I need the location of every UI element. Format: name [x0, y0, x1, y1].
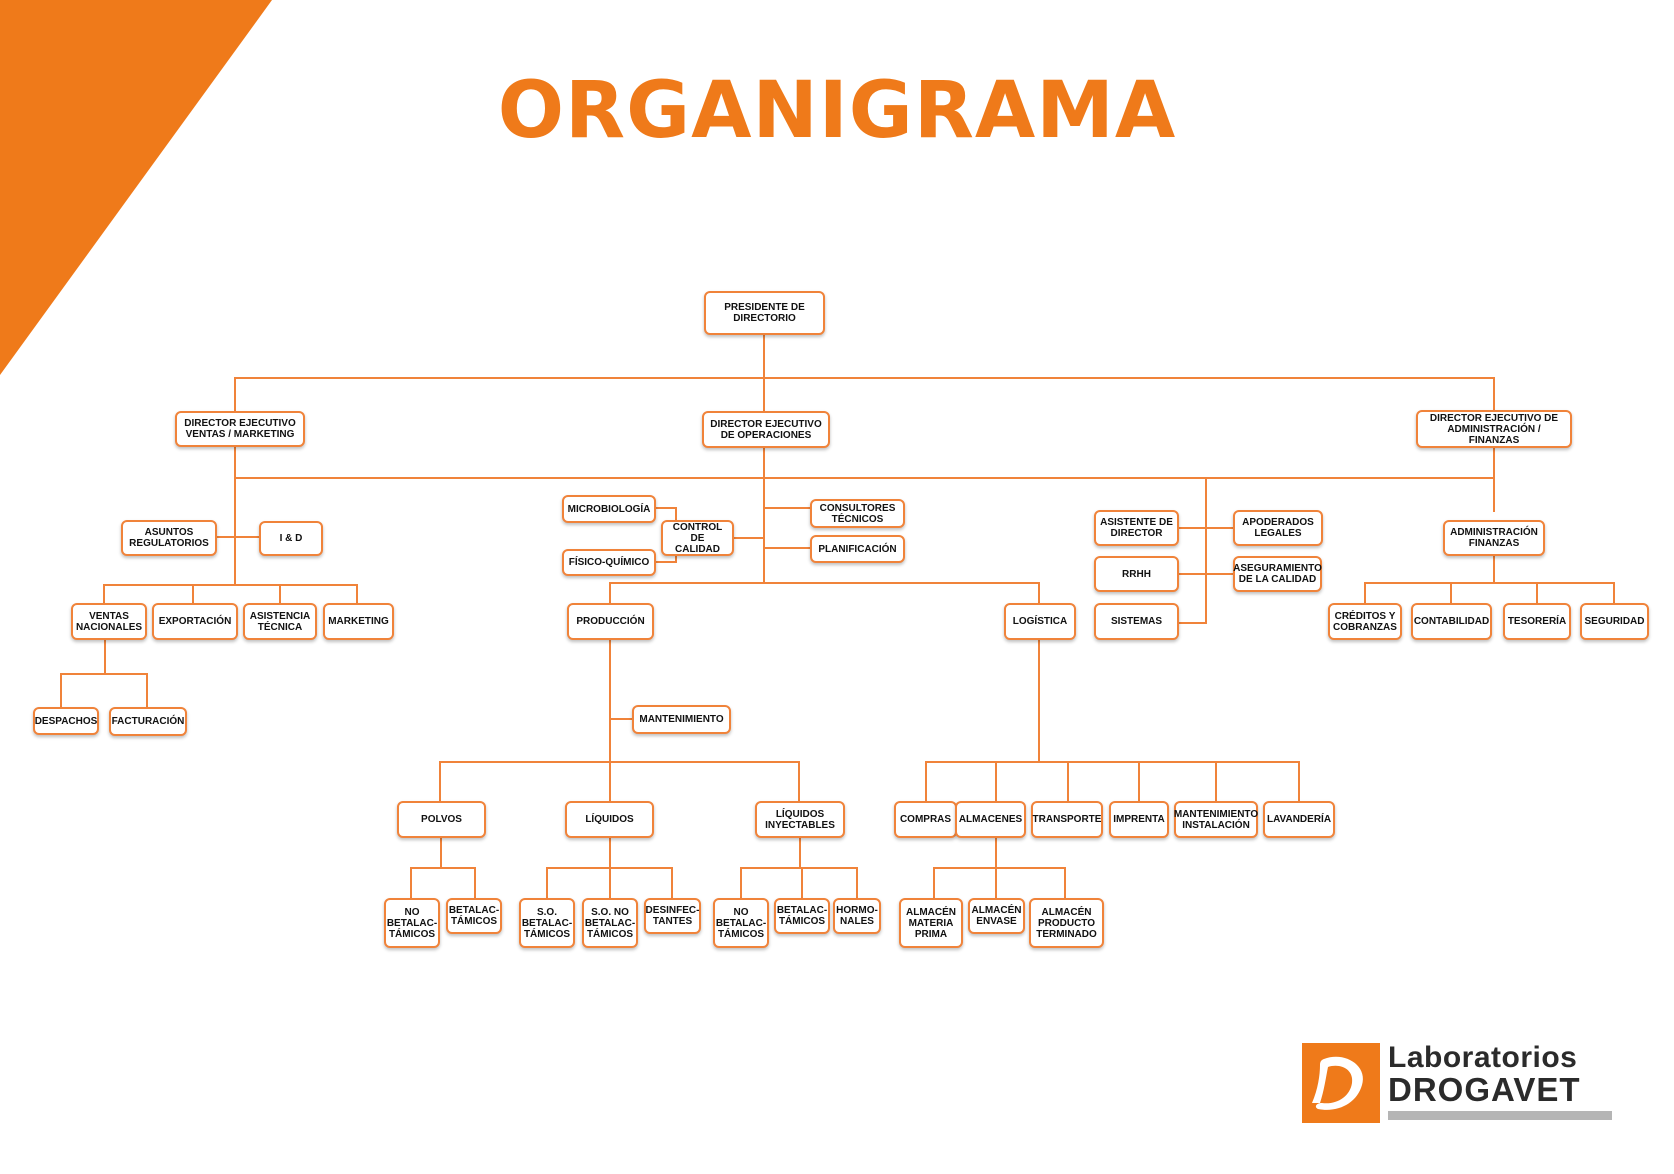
logo-underline-bar: [1388, 1111, 1612, 1120]
node-polvos-no-betalactamicos: NO BETALAC- TÁMICOS: [384, 898, 440, 948]
node-polvos-betalactamicos: BETALAC- TÁMICOS: [446, 898, 502, 934]
node-hormonales: HORMO- NALES: [833, 898, 881, 934]
node-control-de-calidad: CONTROL DE CALIDAD: [661, 520, 734, 556]
node-rrhh: RRHH: [1094, 556, 1179, 592]
logo-text-laboratorios: Laboratorios: [1388, 1041, 1578, 1074]
node-produccion: PRODUCCIÓN: [567, 603, 654, 640]
node-lavanderia: LAVANDERÍA: [1263, 801, 1335, 838]
node-desinfectantes: DESINFEC- TANTES: [644, 898, 701, 934]
node-liquidos: LÍQUIDOS: [565, 801, 654, 838]
node-mantenimiento: MANTENIMIENTO: [632, 705, 731, 734]
node-presidente-de-directorio: PRESIDENTE DE DIRECTORIO: [704, 291, 825, 335]
node-administracion-finanzas: ADMINISTRACIÓN FINANZAS: [1443, 520, 1545, 556]
node-exportacion: EXPORTACIÓN: [152, 603, 238, 640]
node-tesoreria: TESORERÍA: [1503, 603, 1571, 640]
d-letter-logo-icon: [1302, 1043, 1380, 1123]
node-planificacion: PLANIFICACIÓN: [810, 535, 905, 563]
page-title: ORGANIGRAMA: [497, 66, 1177, 156]
node-transporte: TRANSPORTE: [1031, 801, 1103, 838]
node-despachos: DESPACHOS: [33, 707, 99, 735]
node-asuntos-regulatorios: ASUNTOS REGULATORIOS: [121, 520, 217, 556]
node-consultores-tecnicos: CONSULTORES TÉCNICOS: [810, 499, 905, 528]
node-almacen-producto-terminado: ALMACÉN PRODUCTO TERMINADO: [1029, 898, 1104, 948]
node-director-operaciones: DIRECTOR EJECUTIVO DE OPERACIONES: [702, 411, 830, 448]
node-i-and-d: I & D: [259, 521, 323, 556]
node-almacenes: ALMACENES: [955, 801, 1026, 838]
node-almacen-materia-prima: ALMACÉN MATERIA PRIMA: [899, 898, 963, 948]
node-facturacion: FACTURACIÓN: [109, 707, 187, 736]
node-director-administracion-finanzas: DIRECTOR EJECUTIVO DE ADMINISTRACIÓN / F…: [1416, 410, 1572, 448]
node-logistica: LOGÍSTICA: [1004, 603, 1076, 640]
node-seguridad: SEGURIDAD: [1580, 603, 1649, 640]
node-mantenimiento-instalacion: MANTENIMIENTO INSTALACIÓN: [1174, 801, 1258, 838]
node-creditos-y-cobranzas: CRÉDITOS Y COBRANZAS: [1328, 603, 1402, 640]
node-contabilidad: CONTABILIDAD: [1411, 603, 1492, 640]
corner-decoration: [0, 0, 272, 375]
node-so-no-betalactamicos: S.O. NO BETALAC- TÁMICOS: [582, 898, 638, 948]
logo-text-drogavet: DROGAVET: [1388, 1071, 1581, 1108]
node-apoderados-legales: APODERADOS LEGALES: [1233, 510, 1323, 546]
node-compras: COMPRAS: [894, 801, 957, 838]
node-iny-betalactamicos: BETALAC- TÁMICOS: [774, 898, 830, 934]
node-microbiologia: MICROBIOLOGÍA: [562, 495, 656, 523]
node-fisico-quimico: FÍSICO-QUÍMICO: [562, 549, 656, 576]
node-liquidos-inyectables: LÍQUIDOS INYECTABLES: [755, 801, 845, 838]
node-so-betalactamicos: S.O. BETALAC- TÁMICOS: [519, 898, 575, 948]
node-marketing: MARKETING: [323, 603, 394, 640]
node-sistemas: SISTEMAS: [1094, 603, 1179, 640]
node-director-ventas-marketing: DIRECTOR EJECUTIVO VENTAS / MARKETING: [175, 411, 305, 447]
node-imprenta: IMPRENTA: [1109, 801, 1169, 838]
node-asistencia-tecnica: ASISTENCIA TÉCNICA: [243, 603, 317, 640]
node-almacen-envase: ALMACÉN ENVASE: [968, 898, 1025, 934]
node-aseguramiento-de-la-calidad: ASEGURAMIENTO DE LA CALIDAD: [1233, 556, 1322, 592]
node-polvos: POLVOS: [397, 801, 486, 838]
drogavet-logo: Laboratorios DROGAVET: [1302, 1041, 1612, 1123]
node-asistente-de-director: ASISTENTE DE DIRECTOR: [1094, 510, 1179, 546]
node-ventas-nacionales: VENTAS NACIONALES: [71, 603, 147, 640]
node-iny-no-betalactamicos: NO BETALAC- TÁMICOS: [713, 898, 769, 948]
